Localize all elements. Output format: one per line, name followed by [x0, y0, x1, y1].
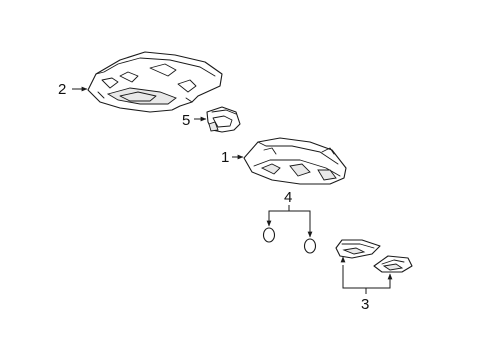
callout-1: 1	[221, 149, 229, 166]
overhead-console-frame-icon[interactable]	[87, 51, 223, 113]
callout-3: 3	[361, 296, 369, 313]
dome-lamp-housing-icon[interactable]	[243, 137, 347, 185]
callout-2: 2	[58, 81, 66, 98]
lens-pair-icon[interactable]	[335, 239, 413, 273]
connector-clip-icon[interactable]	[206, 106, 241, 133]
leader-lines	[72, 86, 393, 294]
callout-4: 4	[284, 189, 292, 206]
callout-5: 5	[182, 112, 190, 129]
bulb-pair-icon[interactable]	[262, 227, 317, 254]
